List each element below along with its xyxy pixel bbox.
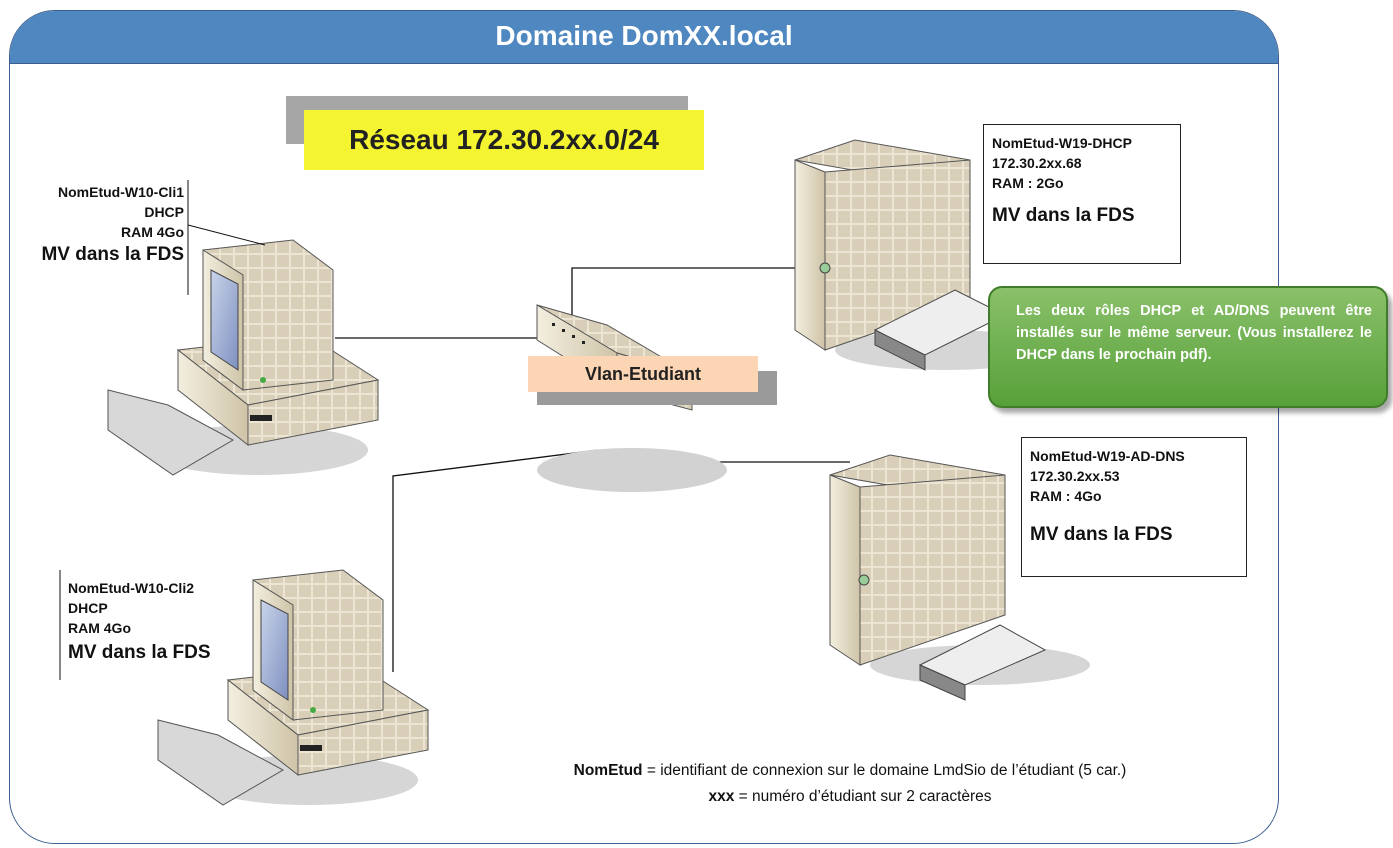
server-addns-name: NomEtud-W19-AD-DNS <box>1030 448 1185 464</box>
client1-name: NomEtud-W10-Cli1 <box>58 184 184 200</box>
client2-ip: DHCP <box>68 600 108 616</box>
domain-title: Domaine DomXX.local <box>10 11 1278 64</box>
client1-location: MV dans la FDS <box>41 244 184 265</box>
server-dhcp-icon <box>794 139 1055 371</box>
legend-text-1: = identifiant de connexion sur le domain… <box>642 762 1127 779</box>
roles-note: Les deux rôles DHCP et AD/DNS peuvent êt… <box>988 286 1388 408</box>
legend-line-1: NomEtud = identifiant de connexion sur l… <box>440 758 1260 784</box>
server-dhcp-ip: 172.30.2xx.68 <box>992 155 1082 171</box>
server-addns-ip: 172.30.2xx.53 <box>1030 468 1120 484</box>
vlan-label: Vlan-Etudiant <box>528 356 758 392</box>
workstation-1-icon <box>107 239 380 476</box>
server-dhcp-location: MV dans la FDS <box>992 205 1135 226</box>
legend-text-2: = numéro d’étudiant sur 2 caractères <box>734 788 992 805</box>
server-addns-ram: RAM : 4Go <box>1030 488 1102 504</box>
client1-info: NomEtud-W10-Cli1 DHCP RAM 4Go MV dans la… <box>14 182 184 266</box>
server-addns-location: MV dans la FDS <box>1030 524 1173 545</box>
legend: NomEtud = identifiant de connexion sur l… <box>440 758 1260 810</box>
server-dhcp-info: NomEtud-W19-DHCP 172.30.2xx.68 RAM : 2Go… <box>983 124 1181 264</box>
client2-ram: RAM 4Go <box>68 620 131 636</box>
legend-term-1: NomEtud <box>573 762 643 779</box>
legend-line-2: xxx = numéro d’étudiant sur 2 caractères <box>440 784 1260 810</box>
network-label: Réseau 172.30.2xx.0/24 <box>304 110 704 170</box>
client1-ip: DHCP <box>144 204 184 220</box>
client2-name: NomEtud-W10-Cli2 <box>68 580 194 596</box>
server-dhcp-name: NomEtud-W19-DHCP <box>992 135 1132 151</box>
workstation-2-icon <box>157 569 430 806</box>
server-addns-info: NomEtud-W19-AD-DNS 172.30.2xx.53 RAM : 4… <box>1021 437 1247 577</box>
cable-client2 <box>392 449 599 672</box>
client1-ram: RAM 4Go <box>121 224 184 240</box>
server-dhcp-ram: RAM : 2Go <box>992 175 1064 191</box>
legend-term-2: xxx <box>708 788 735 805</box>
client2-location: MV dans la FDS <box>68 642 211 663</box>
server-addns-icon <box>829 454 1090 701</box>
client2-info: NomEtud-W10-Cli2 DHCP RAM 4Go MV dans la… <box>68 578 268 664</box>
client1-callout-line <box>187 224 266 246</box>
